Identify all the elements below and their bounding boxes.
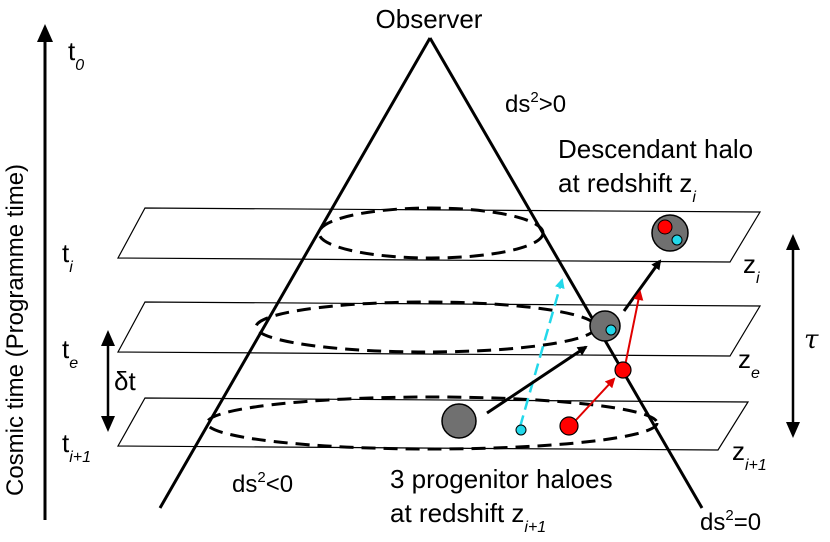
intermediate-halo-red (614, 361, 632, 379)
label-ti: ti (62, 238, 73, 276)
delta-t-arrowhead-top (101, 330, 115, 346)
label-zi1: zi+1 (732, 436, 767, 474)
tau-arrowhead-bottom (786, 422, 800, 438)
progenitor-label-line1: 3 progenitor haloes (390, 464, 613, 494)
intermediate-halo-cyan (605, 324, 617, 336)
label-delta-t: δt (114, 366, 136, 396)
label-t0: t0 (68, 36, 84, 74)
ds-positive-label: ds2>0 (505, 89, 566, 118)
ds-zero-label: ds2=0 (700, 507, 761, 536)
black-arrow-progenitor (486, 345, 588, 415)
time-axis-label: Cosmic time (Programme time) (2, 164, 29, 496)
progenitor-halo-red (559, 416, 579, 436)
progenitor-halo-large (441, 403, 477, 439)
progenitor-halo-cyan (515, 424, 527, 436)
label-tau: τ (804, 325, 819, 355)
intermediate-halo-grey (589, 310, 621, 342)
progenitor-label-line2: at redshift zi+1 (390, 498, 546, 536)
black-arrow-descendant (622, 259, 662, 312)
descendant-inner-red (657, 219, 673, 235)
descendant-halo (651, 214, 689, 252)
cone-section-ti1 (205, 395, 659, 451)
observer-label: Observer (376, 4, 483, 34)
label-zi: zi (743, 249, 760, 287)
delta-t-arrowhead-bottom (101, 416, 115, 432)
ds-negative-label: ds2<0 (232, 469, 293, 498)
plane-ti (116, 207, 762, 263)
time-axis-arrowhead (37, 24, 53, 42)
cone-section-ti (317, 206, 545, 260)
tau-arrowhead-top (786, 234, 800, 250)
light-cone-right (428, 37, 704, 509)
label-te: te (62, 334, 78, 372)
label-ti1: ti+1 (62, 428, 91, 466)
light-cone-left (158, 37, 432, 509)
descendant-label-line1: Descendant halo (558, 134, 753, 164)
plane-te (116, 301, 762, 357)
red-arrow-2 (624, 290, 644, 367)
descendant-label-line2: at redshift zi (558, 168, 696, 206)
cyan-dashed-arrow (518, 278, 565, 428)
red-arrow-1 (575, 377, 616, 421)
label-ze: ze (738, 344, 760, 382)
cone-section-te (254, 300, 598, 354)
descendant-inner-cyan (671, 234, 683, 246)
